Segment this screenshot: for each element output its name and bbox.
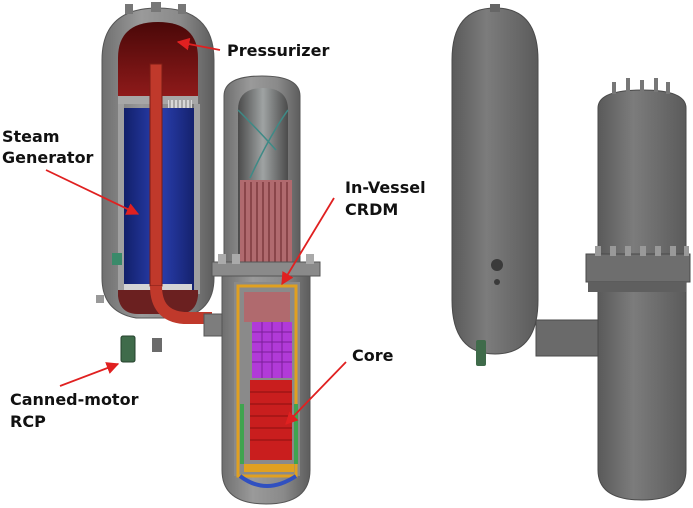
exterior-view bbox=[451, 4, 691, 501]
arrow-rcp bbox=[59, 362, 120, 387]
arrow-core bbox=[285, 361, 347, 425]
connecting-pipe-exterior bbox=[535, 319, 599, 357]
canned-motor-rcp bbox=[120, 335, 162, 363]
riser-tube bbox=[149, 63, 163, 287]
label-in-vessel-crdm-line2: CRDM bbox=[345, 200, 399, 219]
label-steam-generator-line1: Steam bbox=[2, 127, 60, 146]
label-pressurizer: Pressurizer bbox=[227, 41, 330, 60]
cutaway-view bbox=[96, 2, 321, 505]
arrow-crdm bbox=[281, 197, 335, 286]
arrow-steam-generator bbox=[45, 169, 140, 215]
rcp-exterior bbox=[476, 340, 486, 366]
in-vessel-crdm bbox=[240, 180, 292, 272]
reactor-vessel bbox=[211, 75, 321, 505]
steam-generator-vessel bbox=[96, 2, 215, 324]
arrow-pressurizer bbox=[176, 37, 221, 51]
red-arrow-icon bbox=[45, 37, 347, 425]
steam-generator-exterior bbox=[451, 7, 539, 355]
label-canned-motor-rcp-line1: Canned-motor bbox=[10, 390, 139, 409]
reactor-vessel-exterior bbox=[597, 89, 687, 501]
label-core: Core bbox=[352, 346, 394, 365]
core bbox=[250, 322, 292, 460]
label-in-vessel-crdm-line1: In-Vessel bbox=[345, 178, 426, 197]
label-steam-generator-line2: Generator bbox=[2, 148, 94, 167]
label-canned-motor-rcp-line2: RCP bbox=[10, 412, 46, 431]
